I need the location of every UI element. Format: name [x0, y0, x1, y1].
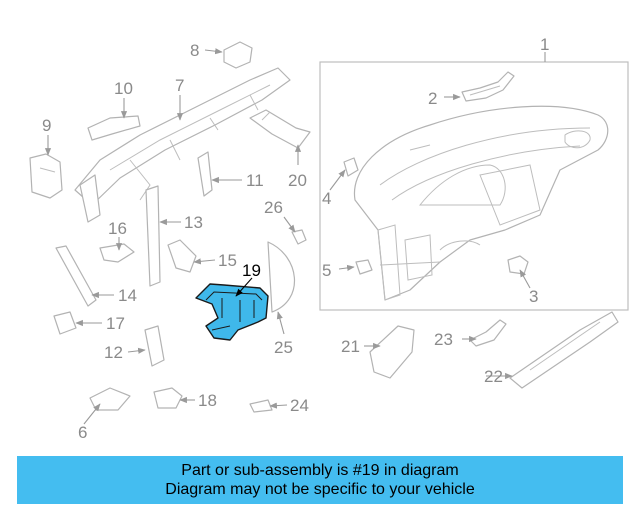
info-banner: Part or sub-assembly is #19 in diagram D…: [17, 456, 623, 504]
part-18-bracket: [153, 387, 183, 409]
callout-2: 2: [428, 89, 437, 108]
callout-4: 4: [322, 189, 331, 208]
callout-15: 15: [218, 251, 237, 270]
part-20-bracket: [249, 109, 311, 149]
banner-line-part-number: Part or sub-assembly is #19 in diagram: [181, 462, 459, 479]
callout-13: 13: [184, 213, 203, 232]
part-3-clip: [507, 255, 529, 275]
callout-23: 23: [434, 330, 453, 349]
callout-7: 7: [175, 76, 184, 95]
callout-1: 1: [540, 35, 549, 54]
part-22-panel: [509, 311, 619, 389]
part-6-bracket: [89, 387, 131, 411]
part-26-clip: [291, 229, 307, 245]
callout-19: 19: [242, 261, 261, 280]
callout-numbers: 1 2 3 4 5 6 7 8 9 10 11 12 13 14 15 16 1…: [42, 35, 549, 442]
part-25-cover: [267, 241, 296, 313]
callout-5: 5: [322, 261, 331, 280]
parts-diagram: 1 2 3 4 5 6 7 8 9 10 11 12 13 14 15 16 1…: [29, 35, 629, 442]
part-23-duct: [469, 319, 507, 347]
callout-8: 8: [190, 41, 199, 60]
callout-3: 3: [529, 287, 538, 306]
part-4-clip: [343, 157, 359, 177]
callout-10: 10: [114, 79, 133, 98]
callout-14: 14: [118, 286, 137, 305]
part-19-highlighted: [195, 283, 269, 341]
callout-20: 20: [288, 171, 307, 190]
callout-21: 21: [341, 337, 360, 356]
dashboard-assembly-box: [319, 52, 629, 311]
part-17-bracket: [53, 311, 77, 335]
part-9-bracket: [29, 153, 63, 199]
part-21-housing: [369, 325, 415, 379]
callout-26: 26: [264, 198, 283, 217]
part-2-duct: [461, 71, 515, 102]
callout-16: 16: [108, 219, 127, 238]
part-8-bracket: [223, 41, 253, 69]
callout-22: 22: [484, 367, 503, 386]
part-15-bracket: [167, 239, 197, 273]
callout-11: 11: [246, 171, 264, 190]
callout-17: 17: [106, 314, 125, 333]
part-12-bracket: [144, 325, 165, 367]
callout-9: 9: [42, 116, 51, 135]
part-24-clip: [249, 399, 273, 413]
callout-24: 24: [290, 396, 309, 415]
part-5-clip: [355, 259, 373, 275]
dashboard-panel: [353, 105, 609, 301]
part-13-brace: [145, 185, 161, 287]
part-16-bracket: [99, 243, 135, 263]
part-10-bracket: [87, 115, 141, 141]
callout-12: 12: [104, 343, 123, 362]
part-11-bracket: [197, 151, 213, 197]
part-7-crossmember: [74, 67, 291, 223]
callout-25: 25: [274, 338, 293, 357]
part-14-brace: [55, 245, 97, 307]
callout-6: 6: [78, 423, 87, 442]
leader-lines: [44, 48, 531, 425]
callout-18: 18: [198, 391, 217, 410]
banner-line-disclaimer: Diagram may not be specific to your vehi…: [165, 481, 475, 498]
